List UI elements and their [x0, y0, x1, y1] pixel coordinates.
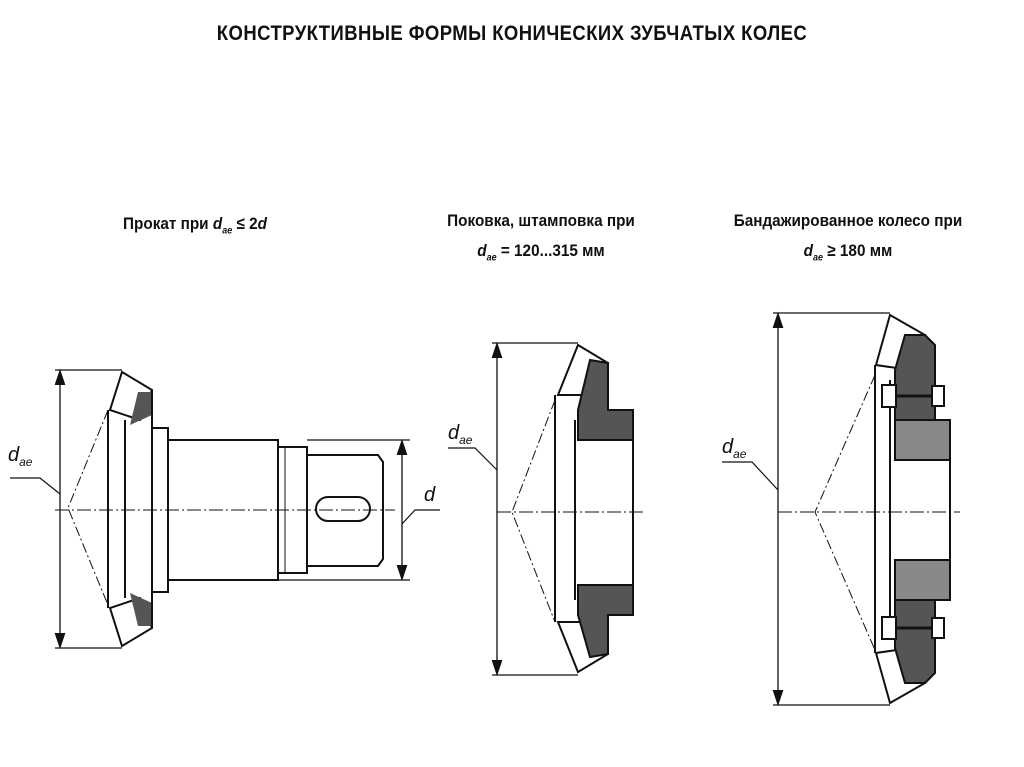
figure-banded-gear [722, 311, 960, 707]
symbol-d: d [722, 436, 734, 458]
caption-text: Поковка, штамповка при [447, 211, 635, 230]
d-label: d [424, 484, 436, 506]
symbol-d: d [8, 444, 20, 466]
subscript: ae [19, 455, 33, 469]
symbol-d: d [477, 241, 487, 260]
figure-rolled-gear-shaft [10, 368, 440, 650]
relation: ≥ 180 мм [827, 241, 893, 260]
page-title: КОНСТРУКТИВНЫЕ ФОРМЫ КОНИЧЕСКИХ ЗУБЧАТЫХ… [216, 22, 808, 45]
caption-banded: Бандажированное колесо при dae ≥ 180 мм [702, 206, 994, 273]
symbol-d: d [212, 214, 223, 233]
dae-label-1: dae [8, 444, 32, 469]
subscript: ae [733, 447, 747, 461]
caption-text: Бандажированное колесо при [733, 211, 963, 230]
dae-label-3: dae [722, 436, 746, 461]
subscript: ae [812, 252, 824, 264]
subscript: ae [222, 225, 233, 237]
caption-rolled: Прокат при dae ≤ 2d [123, 214, 267, 236]
subscript: ae [459, 433, 473, 447]
caption-text: Прокат при [123, 214, 209, 233]
caption-forging: Поковка, штамповка при dae = 120...315 м… [423, 206, 659, 273]
figure-forged-gear [448, 341, 645, 677]
relation: = 120...315 мм [500, 241, 605, 260]
symbol-d: d [803, 241, 813, 260]
dae-label-2: dae [448, 422, 472, 447]
relation: ≤ 2 [236, 214, 258, 233]
symbol-d: d [448, 422, 460, 444]
subscript: ae [486, 252, 497, 264]
symbol-d: d [257, 214, 267, 233]
